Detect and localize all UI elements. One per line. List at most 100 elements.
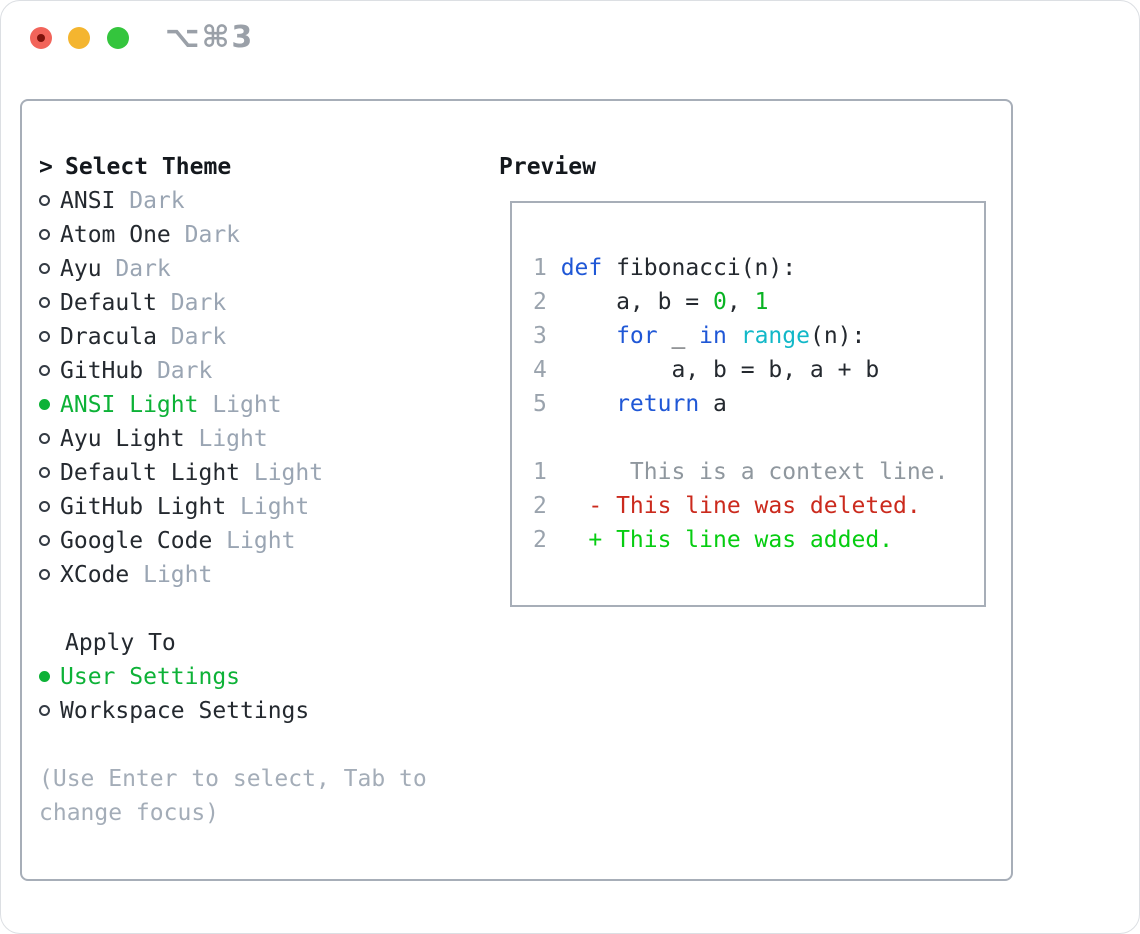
option-variant-label: Light <box>240 460 324 486</box>
line-number: 4 <box>533 357 547 383</box>
preview-line-9: 2 + This line was added. <box>533 523 984 557</box>
apply-to-title-text: Apply To <box>65 630 176 656</box>
option-variant-label: Light <box>184 426 268 452</box>
option-variant-label: Dark <box>115 188 185 214</box>
radio-unselected-icon <box>39 331 50 342</box>
preview-line-5: 5 return a <box>533 387 984 421</box>
option-label: Google Code <box>60 528 213 554</box>
option-label: Workspace Settings <box>60 698 310 724</box>
preview-line-7: 1 This is a context line. <box>533 455 984 489</box>
radio-unselected-icon <box>39 569 50 580</box>
theme-option-ayu-light[interactable]: Ayu Light Light <box>39 422 469 456</box>
radio-unselected-icon <box>39 297 50 308</box>
radio-unselected-icon <box>39 535 50 546</box>
code-segment-fg: (n): <box>809 323 866 349</box>
option-label: Atom One <box>60 222 171 248</box>
titlebar: ⌥⌘3 <box>1 1 1139 75</box>
code-segment-fg: a <box>699 391 727 417</box>
code-segment-fn: range <box>740 323 810 349</box>
help-text-line2: change focus) <box>39 800 220 826</box>
preview-line-2: 2 a, b = 0, 1 <box>533 285 984 319</box>
option-label: ANSI Light <box>60 392 199 418</box>
radio-unselected-icon <box>39 433 50 444</box>
select-theme-title: > Select Theme <box>39 150 469 184</box>
code-segment-fg: fibonacci(n): <box>602 255 797 281</box>
code-segment-kw: return <box>616 391 700 417</box>
close-dot-icon <box>37 34 45 42</box>
preview-line-4: 4 a, b = b, a + b <box>533 353 984 387</box>
cursor-prompt-icon: > <box>39 154 53 180</box>
radio-unselected-icon <box>39 705 50 716</box>
code-segment-fg: a, b = b, a + b <box>560 357 880 383</box>
theme-option-github-light[interactable]: GitHub Light Light <box>39 490 469 524</box>
line-number: 3 <box>533 323 547 349</box>
radio-unselected-icon <box>39 501 50 512</box>
radio-selected-icon <box>39 671 50 682</box>
code-segment-kw: in <box>699 323 727 349</box>
theme-option-ansi[interactable]: ANSI Dark <box>39 184 469 218</box>
option-variant-label: Dark <box>156 324 227 350</box>
code-segment-fg: _ <box>657 323 700 349</box>
theme-option-github[interactable]: GitHub Dark <box>39 354 469 388</box>
code-segment-fg <box>561 323 616 349</box>
apply-option-workspace-settings[interactable]: Workspace Settings <box>39 694 469 728</box>
zoom-button-icon[interactable] <box>107 27 129 49</box>
radio-unselected-icon <box>39 263 50 274</box>
option-label: XCode <box>60 562 130 588</box>
option-variant-label: Dark <box>143 358 213 384</box>
theme-option-ayu[interactable]: Ayu Dark <box>39 252 469 286</box>
apply-option-user-settings[interactable]: User Settings <box>39 660 469 694</box>
theme-option-default-light[interactable]: Default Light Light <box>39 456 469 490</box>
line-number: 2 <box>533 527 547 553</box>
line-number: 1 <box>533 255 547 281</box>
theme-option-google-code[interactable]: Google Code Light <box>39 524 469 558</box>
theme-option-dracula[interactable]: Dracula Dark <box>39 320 469 354</box>
theme-option-ansi-light[interactable]: ANSI Light Light <box>39 388 469 422</box>
option-label: Ayu <box>60 256 102 282</box>
preview-title: Preview <box>499 154 596 180</box>
option-label: Default Light <box>60 460 241 486</box>
code-segment-num: 1 <box>754 289 769 315</box>
apply-to-title: Apply To <box>39 626 469 660</box>
option-label: Default <box>60 290 157 316</box>
option-variant-label: Light <box>129 562 213 588</box>
option-label: Ayu Light <box>60 426 185 452</box>
code-segment-ctx: This is a context line. <box>560 459 949 485</box>
code-segment-add: + This line was added. <box>560 527 894 553</box>
preview-line-8: 2 - This line was deleted. <box>533 489 984 523</box>
option-label: GitHub Light <box>60 494 227 520</box>
preview-line-6 <box>533 421 984 455</box>
help-text-line1: (Use Enter to select, Tab to <box>39 766 427 792</box>
option-variant-label: Dark <box>170 222 241 248</box>
line-number: 2 <box>533 289 547 315</box>
code-segment-fg <box>561 391 616 417</box>
theme-option-default[interactable]: Default Dark <box>39 286 469 320</box>
theme-option-xcode[interactable]: XCode Light <box>39 558 469 592</box>
theme-option-atom-one[interactable]: Atom One Dark <box>39 218 469 252</box>
select-theme-title-text: Select Theme <box>65 154 232 180</box>
radio-unselected-icon <box>39 195 50 206</box>
spacer <box>39 592 469 626</box>
spacer <box>39 728 469 762</box>
minimize-button-icon[interactable] <box>68 27 90 49</box>
close-button-icon[interactable] <box>30 27 52 49</box>
radio-unselected-icon <box>39 467 50 478</box>
option-variant-label: Dark <box>101 256 171 282</box>
preview-line-1: 1 def fibonacci(n): <box>533 251 984 285</box>
code-segment-del: - This line was deleted. <box>560 493 921 519</box>
radio-unselected-icon <box>39 229 50 240</box>
option-label: Dracula <box>60 324 157 350</box>
preview-line-3: 3 for _ in range(n): <box>533 319 984 353</box>
option-label: User Settings <box>60 664 241 690</box>
code-segment-kw: def <box>560 255 603 281</box>
option-variant-label: Light <box>212 528 296 554</box>
line-number: 1 <box>533 459 547 485</box>
code-segment-fg: , <box>726 289 755 315</box>
code-segment-kw: for <box>616 323 658 349</box>
